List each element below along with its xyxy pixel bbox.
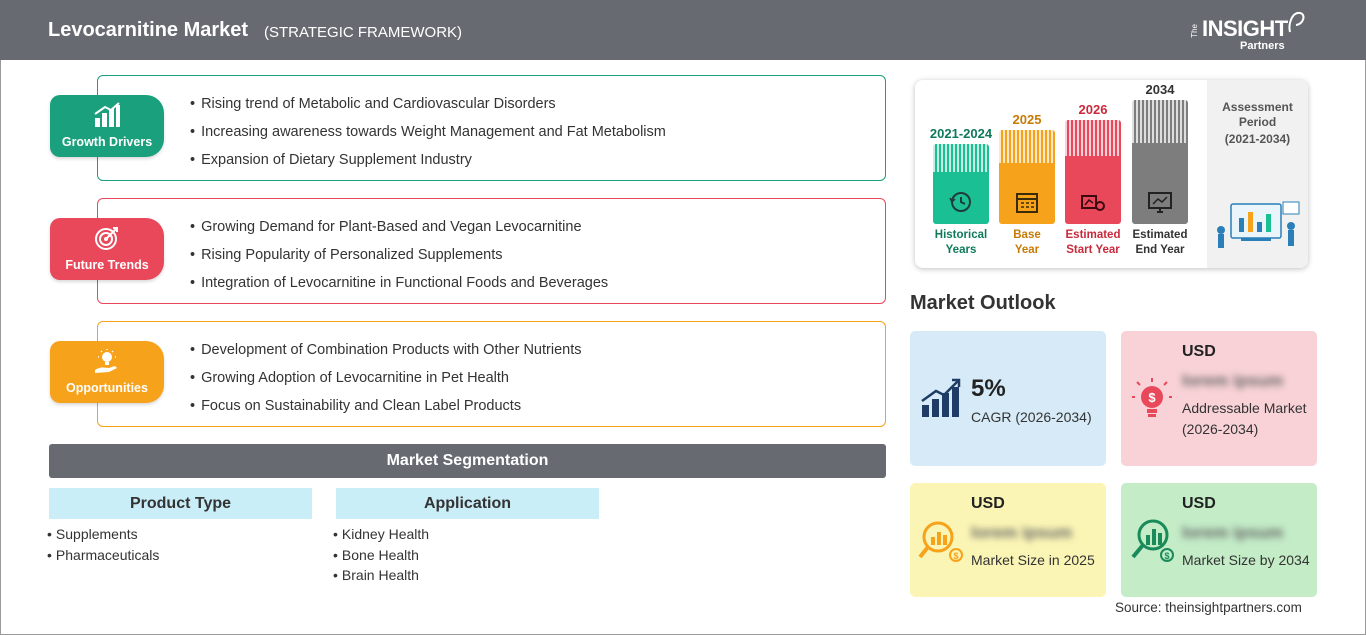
application-list: Kidney Health Bone Health Brain Health xyxy=(333,526,429,588)
chart-start-icon xyxy=(1081,195,1105,211)
badge-label: Growth Drivers xyxy=(61,135,153,149)
addressable-market-card: USD lorem ipsum Addressable Market (2026… xyxy=(1121,331,1317,466)
list-item: Kidney Health xyxy=(333,526,429,547)
addressable-currency: USD xyxy=(1182,343,1216,360)
framework-items: Rising trend of Metabolic and Cardiovasc… xyxy=(190,94,666,178)
product-type-heading: Product Type xyxy=(49,488,312,519)
market-size-2034-card: USD lorem ipsum Market Size by 2034 $ xyxy=(1121,483,1317,597)
badge-label: Opportunities xyxy=(66,381,148,395)
list-item: Growing Adoption of Levocarnitine in Pet… xyxy=(190,368,581,396)
size2034-currency: USD xyxy=(1182,495,1216,512)
magnifier-chart-icon: $ xyxy=(1131,519,1174,562)
size2025-label: Market Size in 2025 xyxy=(971,552,1095,568)
badge-opportunities: Opportunities xyxy=(50,341,164,403)
list-item: Focus on Sustainability and Clean Label … xyxy=(190,396,581,424)
list-item: Supplements xyxy=(47,526,159,547)
svg-text:$: $ xyxy=(953,551,958,561)
insight-partners-logo[interactable]: The INSIGHT Partners xyxy=(1190,10,1310,54)
addressable-label: Addressable Market (2026-2034) xyxy=(1182,400,1307,437)
svg-text:$: $ xyxy=(1164,551,1169,561)
timeline-bar xyxy=(1065,120,1121,224)
logo-insight: INSIGHT xyxy=(1202,16,1288,41)
framework-items: Development of Combination Products with… xyxy=(190,340,581,424)
logo-partners: Partners xyxy=(1240,40,1285,52)
clock-history-icon xyxy=(949,192,971,212)
timeline-bar xyxy=(1132,100,1188,224)
market-segmentation-bar: Market Segmentation xyxy=(49,444,886,478)
logo-the: The xyxy=(1190,24,1199,38)
timeline-bar xyxy=(999,130,1055,224)
badge-future-trends: Future Trends xyxy=(50,218,164,280)
list-item: Growing Demand for Plant-Based and Vegan… xyxy=(190,217,608,245)
timeline-year: 2026 xyxy=(1078,102,1108,117)
list-item: Bone Health xyxy=(333,547,429,568)
framework-card-growth-drivers: Rising trend of Metabolic and Cardiovasc… xyxy=(97,75,886,181)
framework-card-future-trends: Growing Demand for Plant-Based and Vegan… xyxy=(97,198,886,304)
size2034-label: Market Size by 2034 xyxy=(1182,552,1310,568)
source-note: Source: theinsightpartners.com xyxy=(1115,600,1302,615)
list-item: Development of Combination Products with… xyxy=(190,340,581,368)
calendar-icon xyxy=(1016,193,1038,213)
svg-text:$: $ xyxy=(1148,390,1156,405)
list-item: Pharmaceuticals xyxy=(47,547,160,568)
list-item: Brain Health xyxy=(333,567,429,588)
logo-swirl-icon xyxy=(1288,11,1305,33)
timeline-year: 2034 xyxy=(1145,82,1175,97)
framework-items: Growing Demand for Plant-Based and Vegan… xyxy=(190,217,608,301)
cagr-value: 5% xyxy=(971,375,1006,402)
monitor-chart-icon xyxy=(1148,192,1172,213)
list-item: Rising Popularity of Personalized Supple… xyxy=(190,245,608,273)
list-item: Rising trend of Metabolic and Cardiovasc… xyxy=(190,94,666,122)
list-item: Expansion of Dietary Supplement Industry xyxy=(190,150,666,178)
market-size-2025-card: USD lorem ipsum Market Size in 2025 $ xyxy=(910,483,1106,597)
list-item: Integration of Levocarnitine in Function… xyxy=(190,273,608,301)
size2025-currency: USD xyxy=(971,495,1005,512)
cagr-label: CAGR (2026-2034) xyxy=(971,409,1092,425)
badge-growth-drivers: Growth Drivers xyxy=(50,95,164,157)
assessment-line3: (2021-2034) xyxy=(1224,132,1291,146)
cagr-card: 5% CAGR (2026-2034) xyxy=(910,331,1106,466)
timeline-year: 2021-2024 xyxy=(929,126,993,141)
growth-chart-icon xyxy=(921,378,961,417)
size2025-value: lorem ipsum xyxy=(971,523,1073,542)
page-title: Levocarnitine Market xyxy=(48,19,249,41)
analyst-illustration-icon xyxy=(1217,201,1300,248)
page-subtitle: (STRATEGIC FRAMEWORK) xyxy=(264,24,463,41)
magnifier-chart-icon: $ xyxy=(918,521,963,562)
addressable-value: lorem ipsum xyxy=(1182,371,1284,390)
product-type-list: Supplements Pharmaceuticals xyxy=(47,526,160,568)
list-item: Increasing awareness towards Weight Mana… xyxy=(190,122,666,150)
lightbulb-dollar-icon: $ xyxy=(1132,378,1172,417)
framework-card-opportunities: Development of Combination Products with… xyxy=(97,321,886,427)
application-heading: Application xyxy=(336,488,599,519)
size2034-value: lorem ipsum xyxy=(1182,523,1284,542)
assessment-line2: Period xyxy=(1238,115,1277,129)
page-header: Levocarnitine Market (STRATEGIC FRAMEWOR… xyxy=(0,0,1366,60)
timeline-bar xyxy=(933,144,989,224)
assessment-period: Assessment Period (2021-2034) xyxy=(1207,100,1308,147)
market-outlook-title: Market Outlook xyxy=(910,292,1056,314)
badge-label: Future Trends xyxy=(65,258,149,272)
assessment-line1: Assessment xyxy=(1222,100,1293,114)
timeline-year: 2025 xyxy=(1012,112,1042,127)
